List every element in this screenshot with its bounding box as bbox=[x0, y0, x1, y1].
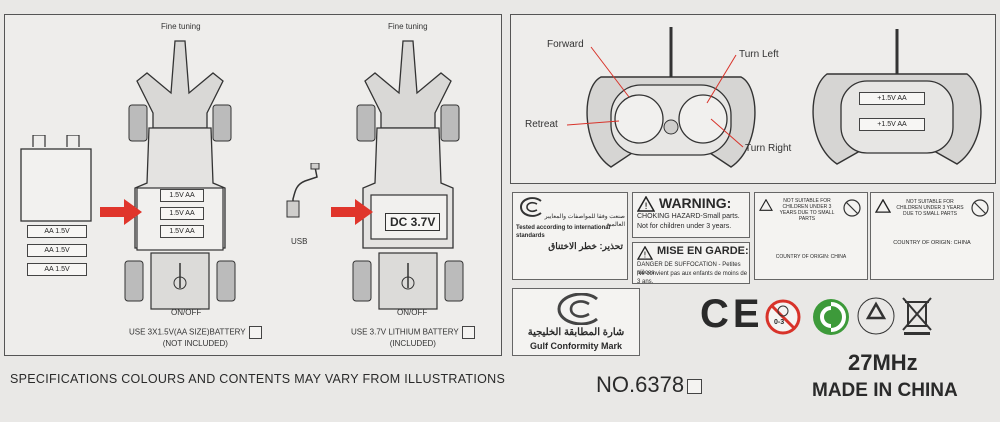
remote-turn-right-label: Turn Right bbox=[745, 143, 792, 154]
model-checkbox bbox=[687, 378, 703, 394]
remote-retreat-label: Retreat bbox=[525, 119, 558, 130]
loose-battery-2: AA 1.5V bbox=[27, 244, 87, 257]
gulf-english-text: Gulf Conformity Mark bbox=[529, 341, 622, 351]
gcc-mark-icon bbox=[519, 197, 542, 217]
warning-line-2: Not for children under 3 years. bbox=[637, 223, 732, 230]
car-battery-cell-1: 1.5V AA bbox=[160, 189, 204, 202]
age-restriction-icon: 0-3 bbox=[764, 298, 802, 336]
svg-text:!: ! bbox=[644, 202, 648, 212]
gcc-arabic-text: صنعت وفقا للمواصفات والمعايير العالمية bbox=[544, 214, 625, 228]
fine-tuning-label-1: Fine tuning bbox=[161, 22, 201, 31]
warning-title: WARNING: bbox=[659, 195, 732, 211]
remote-battery-cell-1: +1.5V AA bbox=[859, 92, 925, 105]
mise-title: MISE EN GARDE: bbox=[657, 245, 749, 257]
loose-battery-1: AA 1.5V bbox=[27, 225, 87, 238]
checkbox-lithium-battery bbox=[461, 326, 475, 339]
red-arrow-icon bbox=[331, 199, 373, 225]
car-chassis-diagram-aa bbox=[124, 40, 236, 310]
warning-line-1: CHOKING HAZARD-Small parts. bbox=[637, 213, 740, 220]
warning-label: ! WARNING: CHOKING HAZARD-Small parts. N… bbox=[632, 192, 750, 238]
warning-triangle-icon: ! bbox=[637, 196, 655, 212]
gcc-standards-label: صنعت وفقا للمواصفات والمعايير العالمية T… bbox=[512, 192, 628, 280]
model-number-text: NO.6378 bbox=[596, 372, 685, 397]
dc-voltage-label: DC 3.7V bbox=[385, 213, 441, 231]
mise-line-1: DANGER DE SUFFOCATION - Petites pièces. bbox=[637, 262, 741, 276]
country-origin-text-1: COUNTRY OF ORIGIN: CHINA bbox=[775, 254, 847, 260]
loose-battery-3: AA 1.5V bbox=[27, 263, 87, 276]
mise-line-2: Ne convient pas aux enfants de moins de … bbox=[637, 271, 748, 285]
checkbox-aa-battery bbox=[248, 326, 262, 339]
remote-turn-left-label: Turn Left bbox=[739, 49, 779, 60]
recycle-icon bbox=[857, 297, 895, 335]
battery-note-aa-line1: USE 3X1.5V(AA SIZE)BATTERY bbox=[129, 327, 246, 337]
country-origin-text-2: COUNTRY OF ORIGIN: CHINA bbox=[893, 240, 971, 246]
green-dot-icon bbox=[813, 299, 849, 335]
car-battery-cell-3: 1.5V AA bbox=[160, 225, 204, 238]
remote-battery-cell-2: +1.5V AA bbox=[859, 118, 925, 131]
not-suitable-text-2: NOT SUITABLE FOR CHILDREN UNDER 3 YEARS … bbox=[896, 199, 964, 217]
gulf-arabic-text: شارة المطابقة الخليجية bbox=[527, 327, 625, 338]
remote-forward-label: Forward bbox=[547, 39, 584, 50]
gcc-english-text: Tested according to international standa… bbox=[516, 225, 611, 239]
not-suitable-label-2: NOT SUITABLE FOR CHILDREN UNDER 3 YEARS … bbox=[870, 192, 994, 280]
battery-note-lithium: USE 3.7V LITHIUM BATTERY (INCLUDED) bbox=[351, 326, 475, 348]
car-battery-cell-2: 1.5V AA bbox=[160, 207, 204, 220]
gulf-mark-icon bbox=[557, 293, 598, 325]
not-suitable-text-1: NOT SUITABLE FOR CHILDREN UNDER 3 YEARS … bbox=[779, 198, 835, 222]
warning-triangle-icon bbox=[759, 199, 773, 211]
usb-cable-icon bbox=[286, 163, 320, 218]
warning-triangle-icon bbox=[875, 199, 891, 213]
usb-label: USB bbox=[291, 237, 308, 246]
car-diagram-panel: Fine tuning 1.5V AA 1.5V AA 1.5V AA ON/O… bbox=[4, 14, 502, 356]
no-small-parts-icon bbox=[843, 199, 861, 217]
red-arrow-icon bbox=[100, 199, 142, 225]
gulf-conformity-label: شارة المطابقة الخليجية Gulf Conformity M… bbox=[512, 288, 640, 356]
fine-tuning-label-2: Fine tuning bbox=[388, 22, 428, 31]
age-badge-text: 0-3 bbox=[774, 319, 785, 326]
made-in-label: MADE IN CHINA bbox=[812, 380, 958, 401]
specifications-disclaimer: SPECIFICATIONS COLOURS AND CONTENTS MAY … bbox=[10, 372, 506, 386]
car-chassis-diagram-lithium bbox=[352, 40, 464, 310]
battery-box-illustration bbox=[20, 135, 92, 222]
battery-note-aa-line2: (NOT INCLUDED) bbox=[162, 339, 228, 348]
remote-diagram-panel: Forward Turn Left Retreat Turn Right +1.… bbox=[510, 14, 996, 184]
onoff-label-1: ON/OFF bbox=[171, 308, 202, 317]
svg-text:!: ! bbox=[643, 250, 646, 259]
ce-mark: CE bbox=[700, 292, 764, 336]
remote-callout-lines bbox=[566, 46, 744, 148]
mise-en-garde-label: ! MISE EN GARDE: DANGER DE SUFFOCATION -… bbox=[632, 242, 750, 285]
frequency-label: 27MHz bbox=[848, 350, 918, 375]
gcc-warning-arabic: تحذير: خطر الاختناق bbox=[548, 241, 623, 251]
weee-bin-icon bbox=[902, 297, 932, 335]
battery-note-aa: USE 3X1.5V(AA SIZE)BATTERY (NOT INCLUDED… bbox=[129, 326, 262, 348]
no-small-parts-icon bbox=[971, 199, 989, 217]
remote-front-diagram bbox=[586, 27, 756, 168]
onoff-label-2: ON/OFF bbox=[397, 308, 428, 317]
model-number: NO.6378 bbox=[596, 372, 703, 398]
battery-note-lithium-line1: USE 3.7V LITHIUM BATTERY bbox=[351, 327, 459, 337]
warning-triangle-icon: ! bbox=[637, 246, 653, 260]
battery-note-lithium-line2: (INCLUDED) bbox=[389, 339, 436, 348]
not-suitable-label-1: NOT SUITABLE FOR CHILDREN UNDER 3 YEARS … bbox=[754, 192, 868, 280]
